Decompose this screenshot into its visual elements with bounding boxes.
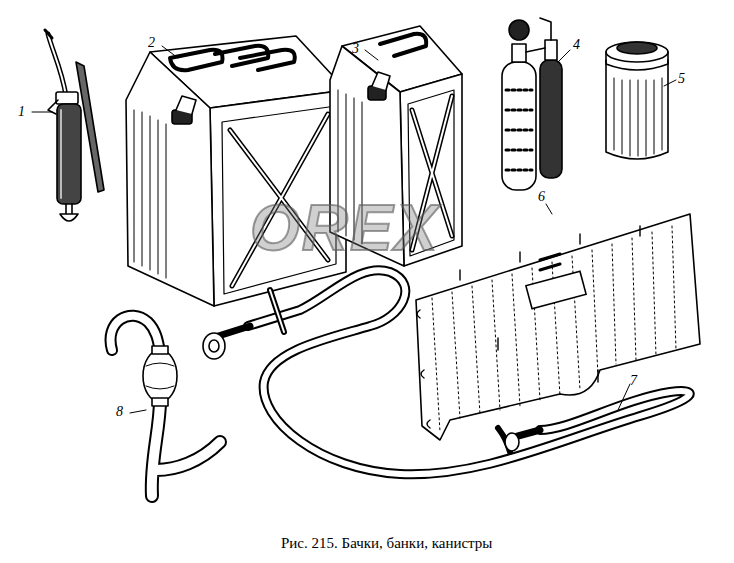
callout-number: 4 [573, 38, 580, 52]
callout-number: 3 [352, 42, 359, 56]
hose-with-valves [203, 270, 690, 474]
gas-cylinders [502, 18, 562, 190]
watermark: OREX [250, 196, 439, 260]
figure-caption: Рис. 215. Бачки, банки, канистры [281, 536, 492, 551]
leader-lines [32, 46, 676, 413]
callout-number: 1 [18, 105, 25, 119]
callout-number: 5 [678, 72, 685, 86]
grease-gun [45, 30, 104, 221]
callout-number: 8 [116, 405, 123, 419]
jerry-can-large [126, 36, 346, 306]
callout-number: 6 [538, 190, 545, 204]
callout-number: 7 [630, 374, 637, 388]
hand-pump-hose [111, 316, 220, 496]
jar [606, 42, 668, 159]
callout-number: 2 [148, 36, 155, 50]
